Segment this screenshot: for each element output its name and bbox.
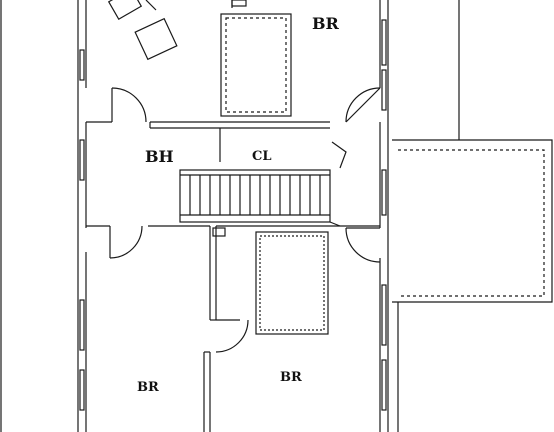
room-label-bedroom-top: BR	[312, 14, 339, 33]
hall-upper-wall	[86, 121, 330, 162]
right-addition-outline	[392, 0, 553, 432]
left-exterior-wall	[77, 0, 87, 432]
room-label-bedroom-bottom-right: BR	[280, 370, 302, 385]
closet-door	[331, 141, 347, 169]
staircase	[179, 169, 331, 223]
room-label-bath-hall: BH	[145, 147, 174, 166]
door-lower-right	[345, 227, 381, 263]
door-lower-left	[109, 225, 143, 259]
room-label-closet: CL	[252, 149, 272, 164]
door-upper-right	[345, 87, 381, 123]
bed-bottom	[255, 231, 329, 335]
door-upper-left	[111, 87, 147, 123]
chair-furniture	[107, 0, 178, 61]
right-exterior-wall	[379, 0, 389, 432]
door-bottom-center	[215, 319, 249, 353]
bed-top	[220, 0, 292, 117]
hall-lower-wall	[86, 221, 380, 432]
room-label-bedroom-bottom-left: BR	[137, 380, 159, 395]
